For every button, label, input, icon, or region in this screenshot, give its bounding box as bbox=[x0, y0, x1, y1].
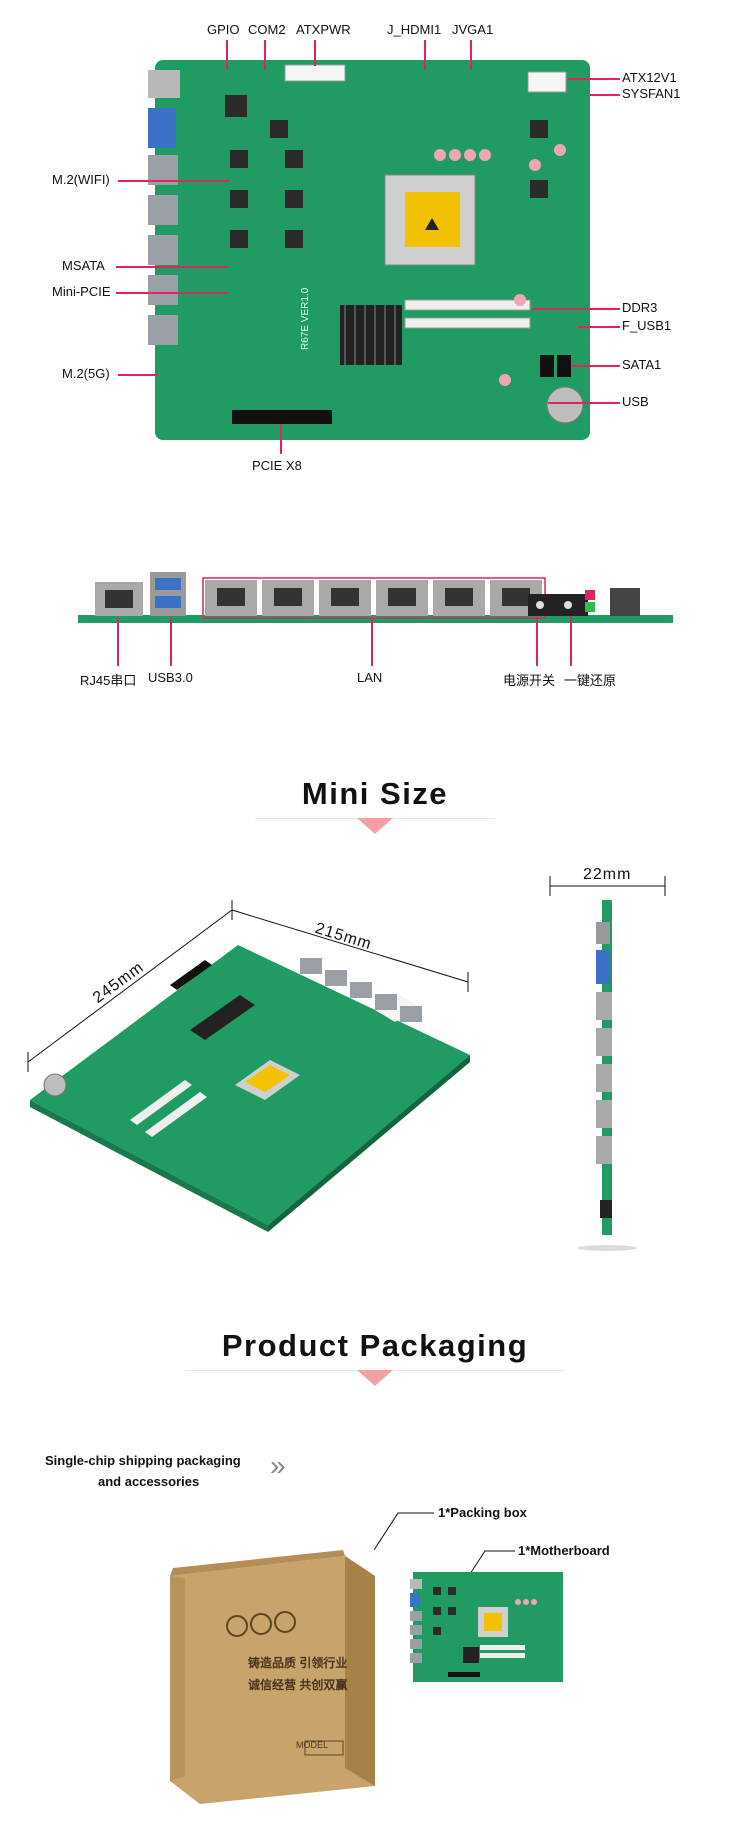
box-slogan-1: 铸造品质 引领行业 bbox=[248, 1656, 348, 1670]
label-usb30: USB3.0 bbox=[148, 670, 193, 685]
mini-size-pointer bbox=[357, 818, 393, 834]
label-msata: MSATA bbox=[62, 258, 105, 273]
label-usb: USB bbox=[622, 394, 649, 409]
packing-box-image bbox=[170, 1550, 375, 1804]
leader-msata bbox=[116, 266, 228, 268]
leader-jvga1 bbox=[470, 40, 472, 70]
leader-lan bbox=[371, 618, 373, 666]
packaging-caption-line1: Single-chip shipping packaging bbox=[45, 1453, 241, 1468]
top-view-section: R67E VER1.0 GPIO COM2 ATXPWR J_HDMI1 JVG… bbox=[0, 0, 750, 473]
label-one-key-restore: 一键还原 bbox=[564, 673, 617, 688]
leader-mini-pcie bbox=[116, 292, 228, 294]
leader-usb bbox=[548, 402, 620, 404]
label-pcie-x8: PCIE X8 bbox=[252, 458, 302, 473]
leader-atx12v1 bbox=[568, 78, 620, 80]
leader-m2-5g bbox=[118, 374, 158, 376]
label-mini-pcie: Mini-PCIE bbox=[52, 284, 111, 299]
leader-power-switch bbox=[536, 616, 538, 666]
label-j-hdmi1: J_HDMI1 bbox=[387, 22, 442, 37]
leader-sata1 bbox=[572, 365, 620, 367]
leader-atxpwr bbox=[314, 40, 316, 66]
leader-sysfan1 bbox=[590, 94, 620, 96]
leader-com2 bbox=[264, 40, 266, 70]
label-rj45-serial: RJ45串口 bbox=[80, 673, 137, 688]
label-com2: COM2 bbox=[248, 22, 286, 37]
board-silk-text: R67E VER1.0 bbox=[300, 287, 311, 350]
mini-size-heading: Mini Size bbox=[301, 776, 449, 811]
product-packaging-heading: Product Packaging bbox=[221, 1328, 529, 1363]
label-m2-wifi: M.2(WIFI) bbox=[52, 172, 110, 187]
motherboard-top-view bbox=[148, 60, 590, 440]
leader-packing-box bbox=[373, 1512, 434, 1551]
label-atxpwr: ATXPWR bbox=[296, 22, 351, 37]
packaging-pointer bbox=[357, 1370, 393, 1386]
leader-gpio bbox=[226, 40, 228, 70]
leader-restore bbox=[570, 616, 572, 666]
leader-j-hdmi1 bbox=[424, 40, 426, 70]
leader-motherboard bbox=[469, 1550, 515, 1575]
label-gpio: GPIO bbox=[207, 22, 240, 37]
label-jvga1: JVGA1 bbox=[452, 22, 494, 37]
motherboard-small-image bbox=[410, 1572, 563, 1682]
motherboard-isometric-view bbox=[27, 876, 666, 1251]
label-sata1: SATA1 bbox=[622, 357, 662, 372]
leader-ddr3 bbox=[532, 308, 620, 310]
io-panel-section: RJ45串口 USB3.0 LAN 电源开关 一键还原 bbox=[0, 560, 750, 700]
box-model-label: MODEL bbox=[296, 1740, 329, 1750]
dimension-22mm: 22mm bbox=[583, 866, 632, 883]
label-f-usb1: F_USB1 bbox=[622, 318, 672, 333]
leader-usb30 bbox=[170, 618, 172, 666]
leader-m2-wifi bbox=[118, 180, 230, 182]
label-atx12v1: ATX12V1 bbox=[622, 70, 677, 85]
label-m2-5g: M.2(5G) bbox=[62, 366, 110, 381]
label-ddr3: DDR3 bbox=[622, 300, 658, 315]
label-sysfan1: SYSFAN1 bbox=[622, 86, 681, 101]
label-motherboard: 1*Motherboard bbox=[518, 1543, 610, 1558]
io-panel-image bbox=[78, 572, 673, 623]
leader-rj45 bbox=[117, 618, 119, 666]
leader-pcie-x8 bbox=[280, 424, 282, 454]
label-packing-box: 1*Packing box bbox=[438, 1505, 527, 1520]
label-lan: LAN bbox=[357, 670, 383, 685]
label-power-switch: 电源开关 bbox=[503, 673, 556, 688]
box-slogan-2: 诚信经营 共创双赢 bbox=[248, 1678, 348, 1692]
double-chevron-right-icon: » bbox=[270, 1450, 286, 1481]
packaging-caption-line2: and accessories bbox=[98, 1474, 200, 1489]
leader-f-usb1 bbox=[578, 326, 620, 328]
